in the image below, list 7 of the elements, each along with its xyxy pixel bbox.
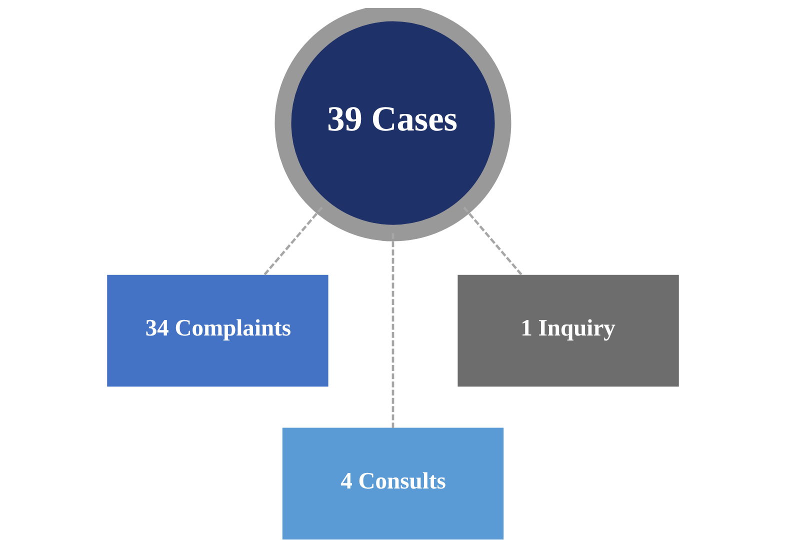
connector	[262, 206, 322, 276]
connector	[462, 206, 522, 276]
node-box: 1 Inquiry	[457, 274, 678, 387]
node-circle: 39 Cases	[274, 8, 511, 242]
node-box: 34 Complaints	[106, 274, 328, 387]
connector	[391, 233, 394, 428]
node-box: 4 Consults	[282, 428, 504, 540]
